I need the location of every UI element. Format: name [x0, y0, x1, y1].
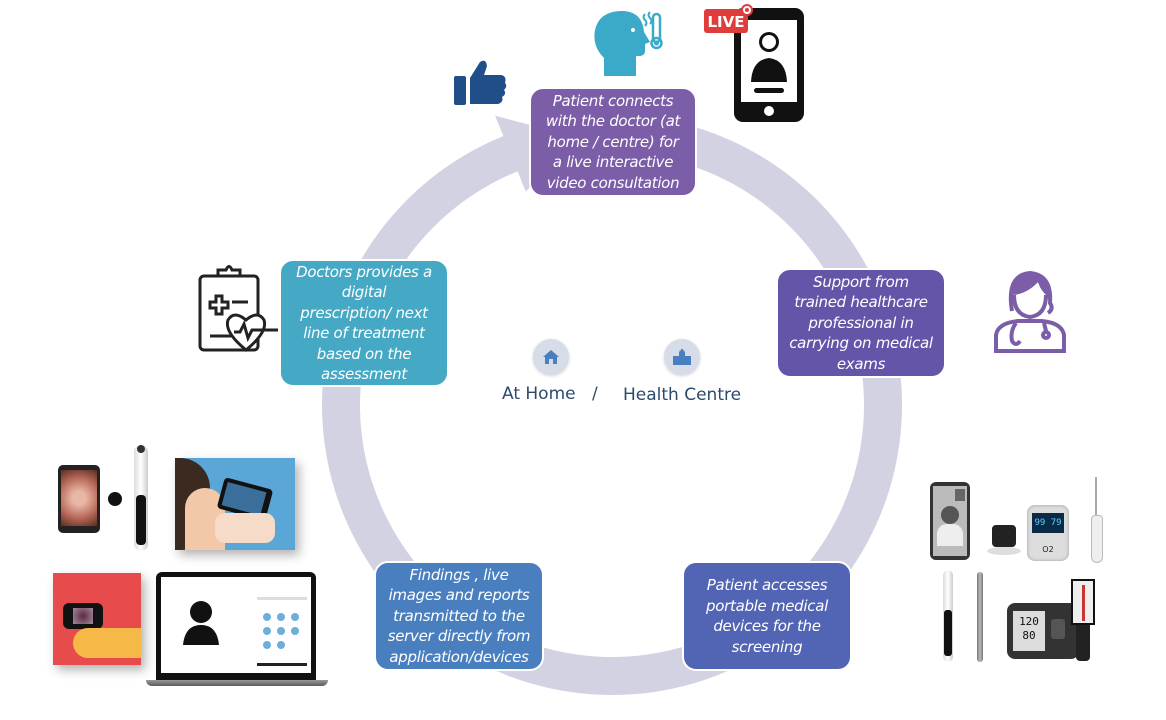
step-text-line: carrying on medical — [789, 334, 933, 353]
patient-fever-icon — [594, 10, 663, 77]
oximeter-spo2-reading: 99 — [1034, 518, 1046, 528]
step-text-line: with the doctor (at — [545, 112, 681, 131]
step-text-line: exams — [836, 354, 886, 373]
device-photos-right: 99 79 O2 120 80 — [925, 475, 1145, 670]
step-text-line: home / centre) for — [547, 132, 679, 151]
step-text-line: Support from — [813, 272, 909, 291]
step-text-line: prescription/ next — [300, 303, 428, 322]
female-doctor-icon — [994, 270, 1066, 353]
step-text-line: server directly from — [387, 627, 531, 646]
digital-thermometer — [1091, 477, 1103, 563]
peak-flow-meter — [1071, 579, 1095, 661]
clipboard-heart-icon — [198, 265, 278, 352]
location-separator: / — [592, 384, 598, 404]
step-text-line: screening — [731, 637, 803, 656]
step-text-line: video consultation — [546, 173, 680, 192]
dermatoscope-illustration — [53, 573, 141, 665]
step-text-line: a live interactive — [552, 153, 674, 172]
blood-pressure-monitor: 120 80 — [1007, 603, 1079, 659]
otoscope-illustration — [175, 458, 295, 550]
bp-diastolic-reading: 80 — [1022, 629, 1036, 642]
pulse-oximeter: 99 79 O2 — [1027, 505, 1069, 561]
step-digital-prescription: Doctors provides a digital prescription/… — [279, 259, 449, 387]
smartphone-video-call — [930, 482, 970, 560]
step-text-line: devices for the — [713, 617, 821, 635]
smart-hub-device — [987, 525, 1021, 559]
step-text-line: Doctors provides a — [296, 262, 432, 281]
live-video-phone-icon: LIVE — [704, 4, 804, 122]
step-text-line: digital — [341, 283, 387, 301]
step-text-line: images and reports — [388, 586, 530, 605]
step-text-line: professional in — [808, 313, 914, 332]
step-text-line: portable medical — [706, 596, 828, 615]
step-text-line: trained healthcare — [794, 293, 928, 312]
step-portable-devices: Patient accesses portable medical device… — [682, 561, 852, 671]
smartphone-dental-image — [58, 465, 100, 533]
step-text-line: Patient accesses — [706, 576, 828, 594]
usb-icon — [108, 492, 122, 506]
laptop-base — [146, 680, 328, 686]
intraoral-camera-2 — [943, 570, 953, 662]
step-live-consultation: Patient connects with the doctor (at hom… — [529, 87, 697, 197]
at-home-label: At Home — [502, 384, 576, 404]
step-text-line: based on the — [316, 344, 412, 363]
step-findings-transmitted: Findings , live images and reports trans… — [374, 561, 544, 671]
step-text-line: assessment — [321, 365, 407, 383]
step-healthcare-support: Support from trained healthcare professi… — [776, 268, 946, 378]
house-icon — [533, 339, 569, 375]
thumbs-up-icon — [454, 60, 507, 105]
step-text-line: Patient connects — [552, 91, 674, 110]
hospital-building-icon — [664, 339, 700, 375]
step-text-line: line of treatment — [303, 324, 425, 342]
health-centre-label: Health Centre — [623, 385, 742, 405]
step-text-line: application/devices — [389, 647, 529, 666]
step-text-line: Findings , live — [409, 565, 509, 584]
otoscope-probe — [977, 572, 983, 662]
step-text-line: transmitted to the — [393, 606, 525, 625]
oximeter-pulse-reading: 79 — [1050, 518, 1062, 528]
intraoral-camera — [134, 445, 148, 551]
live-badge: LIVE — [708, 13, 745, 31]
laptop-telemedicine-screen — [156, 572, 316, 680]
oximeter-brand-label: O2 — [1042, 545, 1054, 554]
bp-systolic-reading: 120 — [1019, 615, 1039, 628]
device-photos-left — [50, 440, 340, 690]
